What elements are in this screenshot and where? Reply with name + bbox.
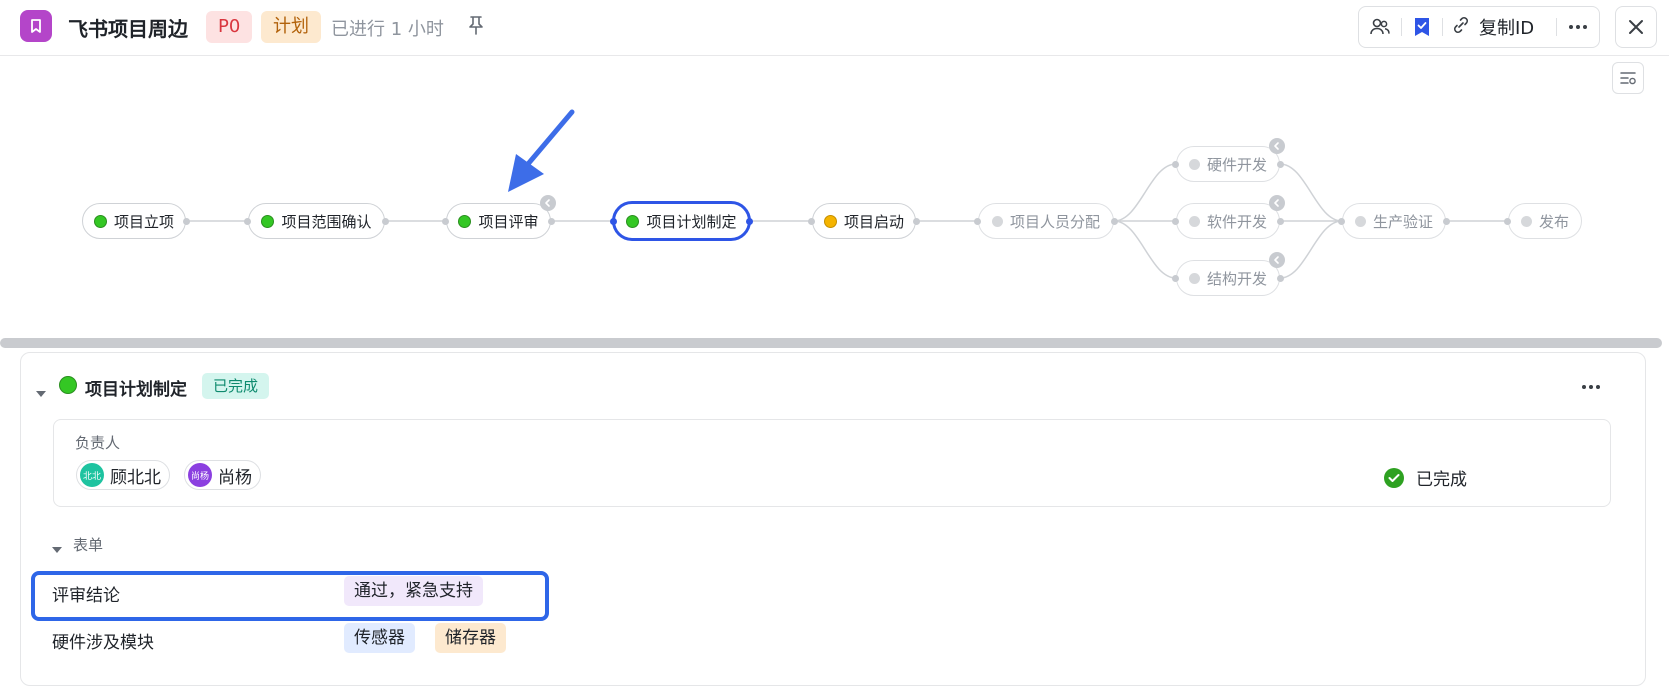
flow-node-project-review[interactable]: 项目评审 <box>442 203 555 239</box>
pin-icon[interactable] <box>467 14 485 40</box>
return-icon[interactable] <box>1269 138 1285 154</box>
stage-badge[interactable]: 计划 <box>261 11 321 43</box>
field-label: 评审结论 <box>52 586 120 606</box>
owner-name: 尚杨 <box>218 467 252 488</box>
return-icon[interactable] <box>1269 252 1285 268</box>
flow-node-label: 生产验证 <box>1372 212 1433 231</box>
avatar: 尚杨 <box>188 463 212 487</box>
status-text: 已完成 <box>1416 470 1467 490</box>
flow-node-software-dev[interactable]: 软件开发 <box>1172 203 1284 239</box>
avatar: 北北 <box>80 463 104 487</box>
close-icon[interactable] <box>1615 6 1657 48</box>
flow-node-label: 项目评审 <box>478 212 539 231</box>
flow-node-label: 硬件开发 <box>1206 155 1267 174</box>
more-icon[interactable] <box>1581 375 1601 394</box>
flow-node-plan-making[interactable]: 项目计划制定 <box>610 201 753 241</box>
flow-settings-icon[interactable] <box>1612 62 1644 94</box>
flow-node-label: 项目立项 <box>113 212 174 231</box>
owner-card: 负责人 北北 顾北北 尚杨 尚杨 已完成 <box>53 419 1611 507</box>
flow-node-label: 软件开发 <box>1206 212 1267 231</box>
flow-node-label: 项目启动 <box>843 212 904 231</box>
flow-node-scope-confirmation[interactable]: 项目范围确认 <box>244 203 389 239</box>
flow-node-release[interactable]: 发布 <box>1504 203 1582 239</box>
flow-node-project-initiation[interactable]: 项目立项 <box>82 203 190 239</box>
pointer-arrow <box>508 109 575 192</box>
flow-node-project-kickoff[interactable]: 项目启动 <box>808 203 920 239</box>
return-icon[interactable] <box>540 195 556 211</box>
page-title: 飞书项目周边 <box>68 17 188 41</box>
field-label: 硬件涉及模块 <box>52 633 154 653</box>
copy-id-label: 复制ID <box>1479 18 1535 39</box>
field-value-tag[interactable]: 储存器 <box>435 623 506 653</box>
header-toolbar: 复制ID <box>1358 6 1600 48</box>
flow-node-hardware-dev[interactable]: 硬件开发 <box>1172 146 1284 182</box>
field-value-tag[interactable]: 通过，紧急支持 <box>344 576 483 606</box>
elapsed-time: 已进行 1 小时 <box>331 19 444 40</box>
caret-down-icon[interactable] <box>35 383 47 402</box>
form-field-hardware-modules: 硬件涉及模块 传感器 储存器 <box>52 618 552 658</box>
flow-node-label: 项目计划制定 <box>646 212 737 231</box>
panel-splitter[interactable] <box>0 338 1662 348</box>
priority-badge[interactable]: P0 <box>206 11 253 43</box>
workflow-diagram: 项目立项 项目范围确认 项目评审 项目计划制定 项目启动 项目人员分配 硬件开发… <box>0 56 1669 336</box>
field-value-tag[interactable]: 传感器 <box>344 623 415 653</box>
more-icon[interactable] <box>1557 7 1599 47</box>
node-status-badge: 已完成 <box>202 373 270 399</box>
copy-id-button[interactable]: 复制ID <box>1451 7 1551 47</box>
link-icon <box>1451 15 1471 39</box>
header-bar: 飞书项目周边 P0 计划 已进行 1 小时 复制ID <box>0 0 1669 56</box>
workflow-edges <box>186 163 1508 279</box>
flow-node-production-validation[interactable]: 生产验证 <box>1338 203 1450 239</box>
node-complete-status[interactable]: 已完成 <box>1384 465 1467 490</box>
highlight-box <box>31 571 549 621</box>
flow-node-label: 结构开发 <box>1206 269 1267 288</box>
flag-icon[interactable] <box>1402 7 1442 47</box>
check-icon <box>1384 467 1404 488</box>
owner-chip[interactable]: 尚杨 尚杨 <box>184 460 261 490</box>
return-icon[interactable] <box>1269 195 1285 211</box>
form-section-label: 表单 <box>73 536 104 554</box>
caret-down-icon[interactable] <box>51 539 63 558</box>
owner-chip[interactable]: 北北 顾北北 <box>76 460 170 490</box>
owner-label: 负责人 <box>75 434 121 452</box>
flow-node-label: 项目范围确认 <box>281 212 372 231</box>
node-detail-panel: 项目计划制定 已完成 负责人 北北 顾北北 尚杨 尚杨 已完成 表单 评审结论 … <box>20 352 1646 686</box>
node-status-dot <box>59 376 77 394</box>
form-field-review-conclusion: 评审结论 通过，紧急支持 <box>52 571 552 611</box>
flow-node-label: 项目人员分配 <box>1009 212 1100 231</box>
members-icon[interactable] <box>1359 7 1401 47</box>
owner-name: 顾北北 <box>110 467 161 488</box>
bookmark-icon[interactable] <box>20 10 52 42</box>
flow-node-staff-allocation[interactable]: 项目人员分配 <box>974 203 1118 239</box>
flow-node-label: 发布 <box>1538 212 1569 231</box>
flow-node-structure-dev[interactable]: 结构开发 <box>1172 260 1284 296</box>
node-detail-title: 项目计划制定 <box>85 380 187 400</box>
